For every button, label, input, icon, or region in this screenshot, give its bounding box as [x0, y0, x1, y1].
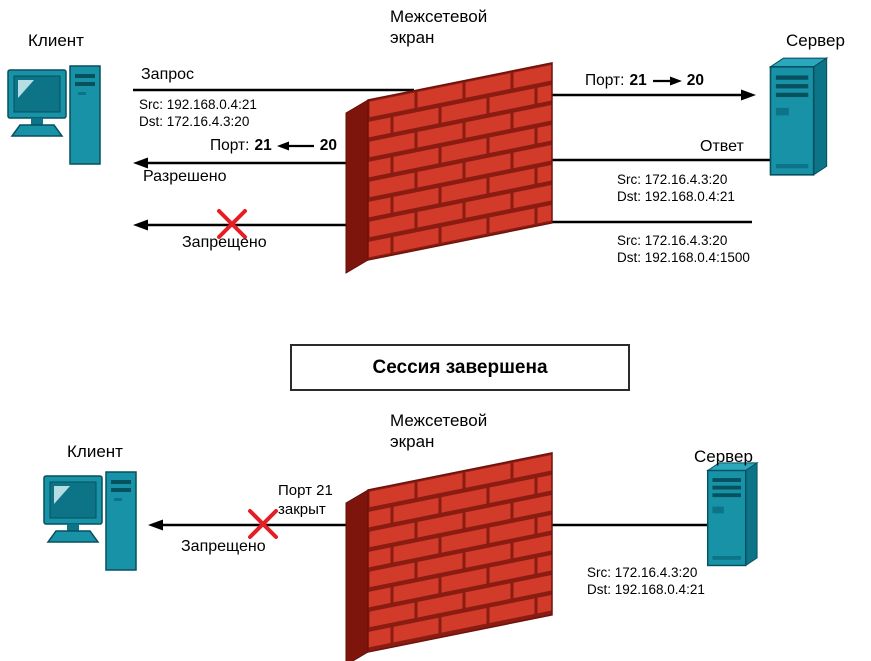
- session-banner-text: Сессия завершена: [372, 356, 548, 378]
- request-label: Запрос: [141, 66, 195, 83]
- server-label-top: Сервер: [786, 31, 845, 50]
- reply-port-to: 20: [319, 137, 337, 154]
- blocked-cross-bottom-icon: [248, 509, 278, 539]
- client-label-bottom: Клиент: [67, 442, 123, 461]
- reply-port-prefix: Порт:: [210, 137, 250, 154]
- request-port-to: 20: [686, 72, 704, 89]
- request-port-prefix: Порт:: [585, 72, 625, 89]
- port-arrow-right-icon: [652, 76, 682, 86]
- firewall-label-top: Межсетевой экран: [390, 6, 487, 48]
- reply-port-mapping: Порт: 21 20: [210, 137, 337, 155]
- firewall-wall-bottom-icon: [345, 451, 553, 661]
- firewall-label-bottom: Межсетевой экран: [390, 410, 487, 452]
- client-label-top: Клиент: [28, 31, 84, 50]
- port-closed-note-line1: Порт 21: [278, 482, 333, 499]
- firewall-wall-top-icon: [345, 61, 553, 274]
- reply-src: Src: 172.16.4.3:20: [617, 172, 728, 187]
- request-port-mapping: Порт: 21 20: [585, 72, 704, 90]
- blocked-dst-top: Dst: 192.168.0.4:1500: [617, 250, 750, 265]
- reply-addresses: Src: 172.16.4.3:20 Dst: 192.168.0.4:21: [617, 171, 735, 205]
- session-banner: Сессия завершена: [290, 344, 630, 391]
- port-arrow-left-icon: [276, 141, 314, 151]
- port-closed-note-line2: закрыт: [278, 501, 326, 518]
- reply-port-from: 21: [254, 137, 272, 154]
- blocked-result-label-top: Запрещено: [182, 234, 267, 251]
- reply-dst: Dst: 192.168.0.4:21: [617, 189, 735, 204]
- request-src: Src: 192.168.0.4:21: [139, 97, 257, 112]
- firewall-label-bottom-line2: экран: [390, 432, 435, 451]
- firewall-label-top-line2: экран: [390, 28, 435, 47]
- request-dst: Dst: 172.16.4.3:20: [139, 114, 250, 129]
- port-closed-note: Порт 21 закрыт: [278, 481, 333, 519]
- reply-arrow-firewall-to-client: [133, 157, 364, 169]
- reply-result-label: Разрешено: [143, 168, 227, 185]
- blocked-src-top: Src: 172.16.4.3:20: [617, 233, 728, 248]
- client-computer-icon-bottom: [43, 471, 137, 571]
- blocked-cross-top-icon: [217, 209, 247, 239]
- blocked-addresses-bottom: Src: 172.16.4.3:20 Dst: 192.168.0.4:21: [587, 564, 705, 598]
- firewall-label-bottom-line1: Межсетевой: [390, 411, 488, 430]
- request-port-from: 21: [629, 72, 647, 89]
- blocked-src-bottom: Src: 172.16.4.3:20: [587, 565, 698, 580]
- blocked-result-label-bottom: Запрещено: [181, 538, 266, 555]
- firewall-label-top-line1: Межсетевой: [390, 7, 488, 26]
- request-addresses: Src: 192.168.0.4:21 Dst: 172.16.4.3:20: [139, 96, 257, 130]
- server-tower-icon-bottom: [706, 462, 758, 567]
- server-label-bottom: Сервер: [694, 447, 753, 466]
- reply-label: Ответ: [700, 138, 744, 155]
- server-tower-icon-top: [769, 57, 828, 176]
- blocked-dst-bottom: Dst: 192.168.0.4:21: [587, 582, 705, 597]
- blocked-addresses-top: Src: 172.16.4.3:20 Dst: 192.168.0.4:1500: [617, 232, 750, 266]
- request-arrow-firewall-to-server: [552, 89, 756, 101]
- client-computer-icon-top: [7, 65, 101, 165]
- blocked-arrow-firewall-to-client-top: [133, 219, 364, 231]
